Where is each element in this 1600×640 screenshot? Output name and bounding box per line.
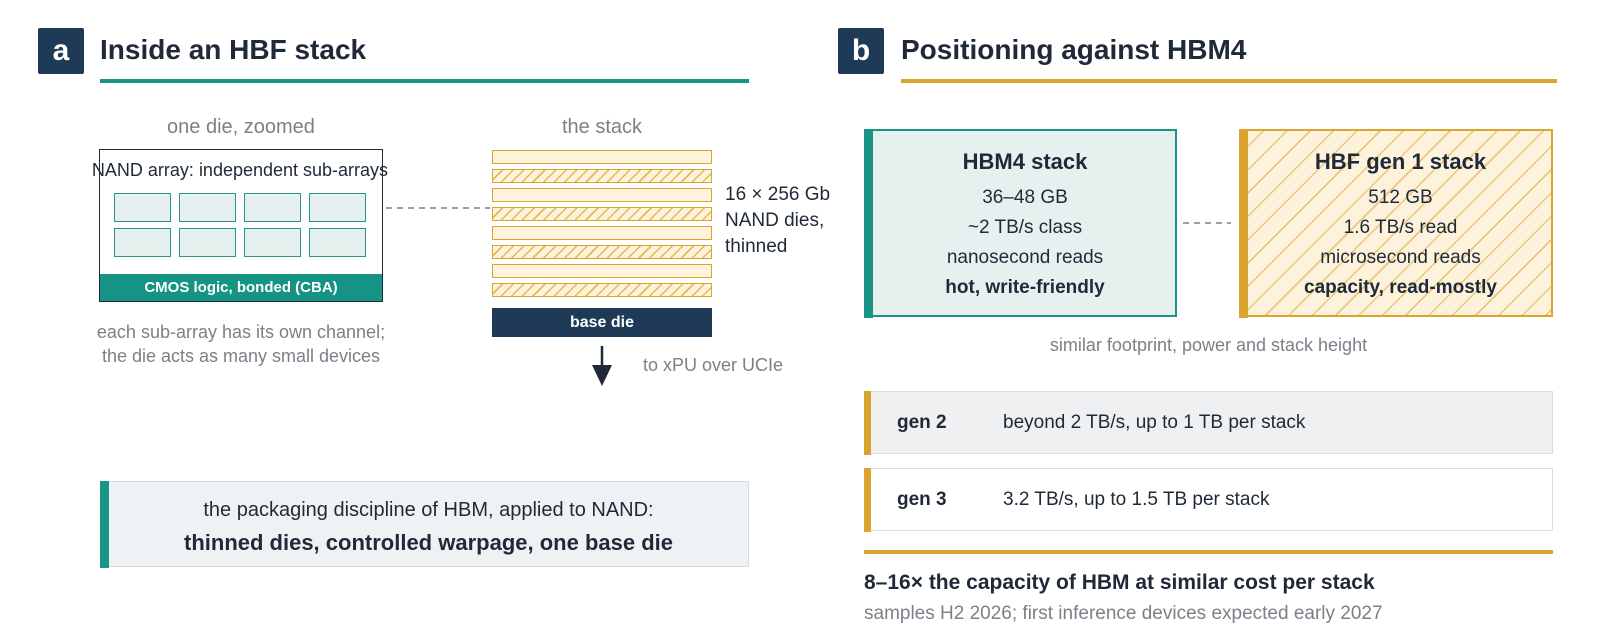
sub-array	[244, 228, 301, 257]
down-arrow-icon	[592, 346, 612, 386]
gen-label: gen 2	[897, 411, 947, 433]
sub-array	[244, 193, 301, 222]
hbm4-capacity: 36–48 GB	[982, 187, 1068, 208]
nand-die-layer	[492, 226, 712, 240]
die-to-stack-connector	[386, 207, 490, 209]
callout-accent-bar	[99, 480, 109, 568]
card-connector	[1183, 222, 1231, 224]
panel-a-badge: a	[38, 28, 84, 74]
gen-label: gen 3	[897, 488, 947, 510]
panel-a-title-rule	[100, 79, 749, 83]
stack-caption: the stack	[561, 116, 643, 138]
sub-array	[309, 228, 366, 257]
panel-b-badge: b	[838, 28, 884, 74]
timeline-footnote: samples H2 2026; first inference devices…	[864, 603, 1383, 624]
sub-array	[114, 228, 171, 257]
gen-row: gen 3 3.2 TB/s, up to 1.5 TB per stack	[863, 467, 1553, 532]
ucie-link-label: to xPU over UCIe	[643, 355, 784, 375]
gen-row-accent	[863, 467, 871, 532]
hbm4-latency: nanosecond reads	[946, 247, 1104, 268]
nand-array-label: NAND array: independent sub-arrays	[91, 160, 389, 180]
dies-label-line-2: NAND dies,	[725, 210, 825, 231]
sub-array	[179, 228, 236, 257]
hbf-card-title: HBF gen 1 stack	[1314, 149, 1487, 174]
hbm4-profile: hot, write-friendly	[945, 277, 1105, 298]
capacity-summary: 8–16× the capacity of HBM at similar cos…	[864, 571, 1375, 594]
nand-die-layer	[492, 188, 712, 202]
similar-footprint-note: similar footprint, power and stack heigh…	[1049, 335, 1368, 355]
panel-b-title: Positioning against HBM4	[901, 34, 1247, 65]
hbm4-card-title: HBM4 stack	[962, 149, 1088, 174]
dies-label-line-1: 16 × 256 Gb	[725, 184, 831, 205]
gen-row: gen 2 beyond 2 TB/s, up to 1 TB per stac…	[863, 390, 1553, 455]
panel-a-title: Inside an HBF stack	[100, 34, 367, 65]
summary-rule	[864, 550, 1553, 554]
callout-line-1: the packaging discipline of HBM, applied…	[203, 499, 654, 521]
die-note-line-1: each sub-array has its own channel;	[96, 322, 386, 342]
cmos-logic-bar: CMOS logic, bonded (CBA)	[100, 274, 382, 301]
hbm4-bandwidth: ~2 TB/s class	[967, 217, 1083, 238]
sub-array	[114, 193, 171, 222]
die-zoom-box: NAND array: independent sub-arrays CMOS …	[92, 149, 388, 302]
gen-row-accent	[863, 390, 871, 455]
die-note-line-2: the die acts as many small devices	[101, 346, 381, 366]
dies-label-line-3: thinned	[725, 236, 788, 257]
gen-description: beyond 2 TB/s, up to 1 TB per stack	[1003, 411, 1306, 433]
nand-die-layer	[492, 245, 712, 259]
sub-array	[179, 193, 236, 222]
die-stack	[492, 150, 712, 297]
gen-description: 3.2 TB/s, up to 1.5 TB per stack	[1003, 488, 1270, 510]
hbf-latency: microsecond reads	[1320, 247, 1481, 268]
hbf-card-accent	[1238, 128, 1248, 318]
nand-die-layer	[492, 169, 712, 183]
die-zoom-note: each sub-array has its own channel; the …	[80, 320, 402, 368]
hbf-card: HBF gen 1 stack 512 GB 1.6 TB/s read mic…	[1238, 128, 1553, 318]
die-zoom-caption: one die, zoomed	[167, 116, 315, 138]
packaging-callout: the packaging discipline of HBM, applied…	[99, 480, 749, 568]
callout-line-2: thinned dies, controlled warpage, one ba…	[184, 530, 673, 555]
sub-array	[309, 193, 366, 222]
nand-die-layer	[492, 207, 712, 221]
hbm4-card: HBM4 stack 36–48 GB ~2 TB/s class nanose…	[863, 128, 1177, 318]
nand-die-layer	[492, 150, 712, 164]
hbf-capacity: 512 GB	[1368, 187, 1433, 208]
stack-dies-label: 16 × 256 Gb NAND dies, thinned	[725, 182, 830, 260]
base-die: base die	[492, 308, 712, 337]
nand-die-layer	[492, 283, 712, 297]
nand-die-layer	[492, 264, 712, 278]
hbf-profile: capacity, read-mostly	[1304, 277, 1497, 298]
hbf-bandwidth: 1.6 TB/s read	[1343, 217, 1458, 238]
hbm4-card-accent	[863, 128, 873, 318]
sub-array-grid	[114, 193, 366, 257]
panel-b-title-rule	[901, 79, 1557, 83]
